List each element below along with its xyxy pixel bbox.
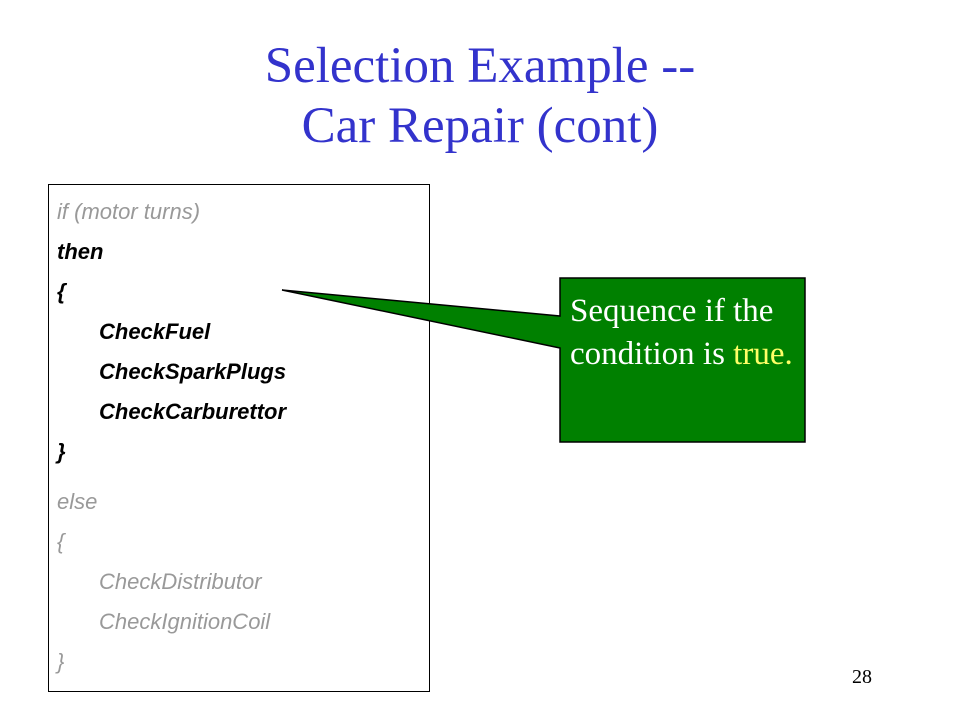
code-line-else-close-brace: } — [57, 649, 65, 674]
code-line-close-brace: } — [57, 439, 66, 464]
code-line-checkdistributor: CheckDistributor — [99, 569, 262, 594]
callout-bubble — [281, 277, 806, 443]
callout-text-highlight: true. — [733, 336, 793, 372]
code-line-else: else — [57, 489, 98, 514]
callout-text: Sequence if the condition is true. — [570, 290, 802, 376]
code-line-if: if (motor turns) — [57, 199, 201, 224]
code-line-checkfuel: CheckFuel — [99, 319, 211, 344]
pseudocode-box: if (motor turns) then { CheckFuel CheckS… — [48, 184, 430, 692]
code-line-open-brace: { — [57, 279, 66, 304]
slide-title-line-1: Selection Example -- — [264, 38, 696, 94]
code-line-checkignitioncoil: CheckIgnitionCoil — [99, 609, 271, 634]
slide-title: Selection Example -- Car Repair (cont) — [0, 36, 960, 156]
code-line-checksparkplugs: CheckSparkPlugs — [99, 359, 287, 384]
page-number: 28 — [852, 666, 872, 688]
slide-title-line-2: Car Repair (cont) — [301, 98, 659, 154]
code-line-else-open-brace: { — [57, 529, 65, 554]
code-line-then: then — [57, 239, 104, 264]
code-line-checkcarburettor: CheckCarburettor — [99, 399, 287, 424]
callout-text-main: Sequence if the condition is — [570, 293, 774, 372]
